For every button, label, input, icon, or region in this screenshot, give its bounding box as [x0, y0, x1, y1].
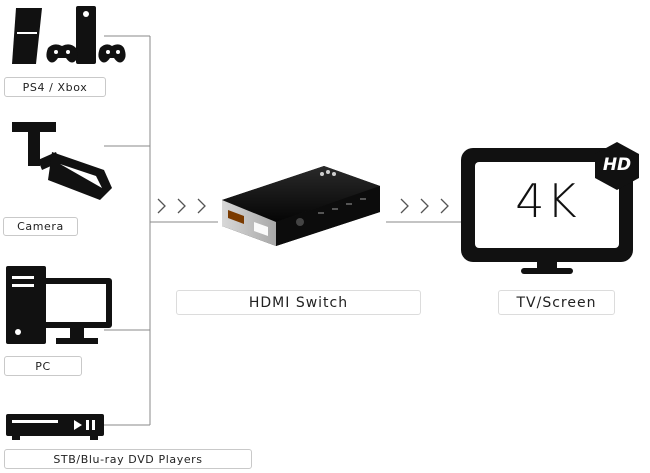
hdmi-switch-icon: [222, 166, 380, 246]
resolution-text: 4K: [515, 174, 579, 228]
switch-label: HDMI Switch: [176, 290, 421, 315]
source-label-stb-bluray-dvd: STB/Blu-ray DVD Players: [4, 449, 252, 469]
game-console-icon: [12, 6, 126, 64]
display-label: TV/Screen: [498, 290, 615, 315]
arrow-chevrons-right: [400, 198, 449, 214]
source-label-camera: Camera: [3, 217, 78, 236]
source-label-pc: PC: [4, 356, 82, 376]
security-camera-icon: [12, 122, 112, 200]
source-label-ps4-xbox: PS4 / Xbox: [4, 77, 106, 97]
tv-screen-icon: 4K HD: [457, 140, 645, 282]
desktop-pc-icon: [6, 266, 112, 344]
hd-badge: HD: [602, 155, 632, 175]
arrow-chevrons-left: [157, 198, 206, 214]
dvd-player-icon: [6, 414, 104, 440]
